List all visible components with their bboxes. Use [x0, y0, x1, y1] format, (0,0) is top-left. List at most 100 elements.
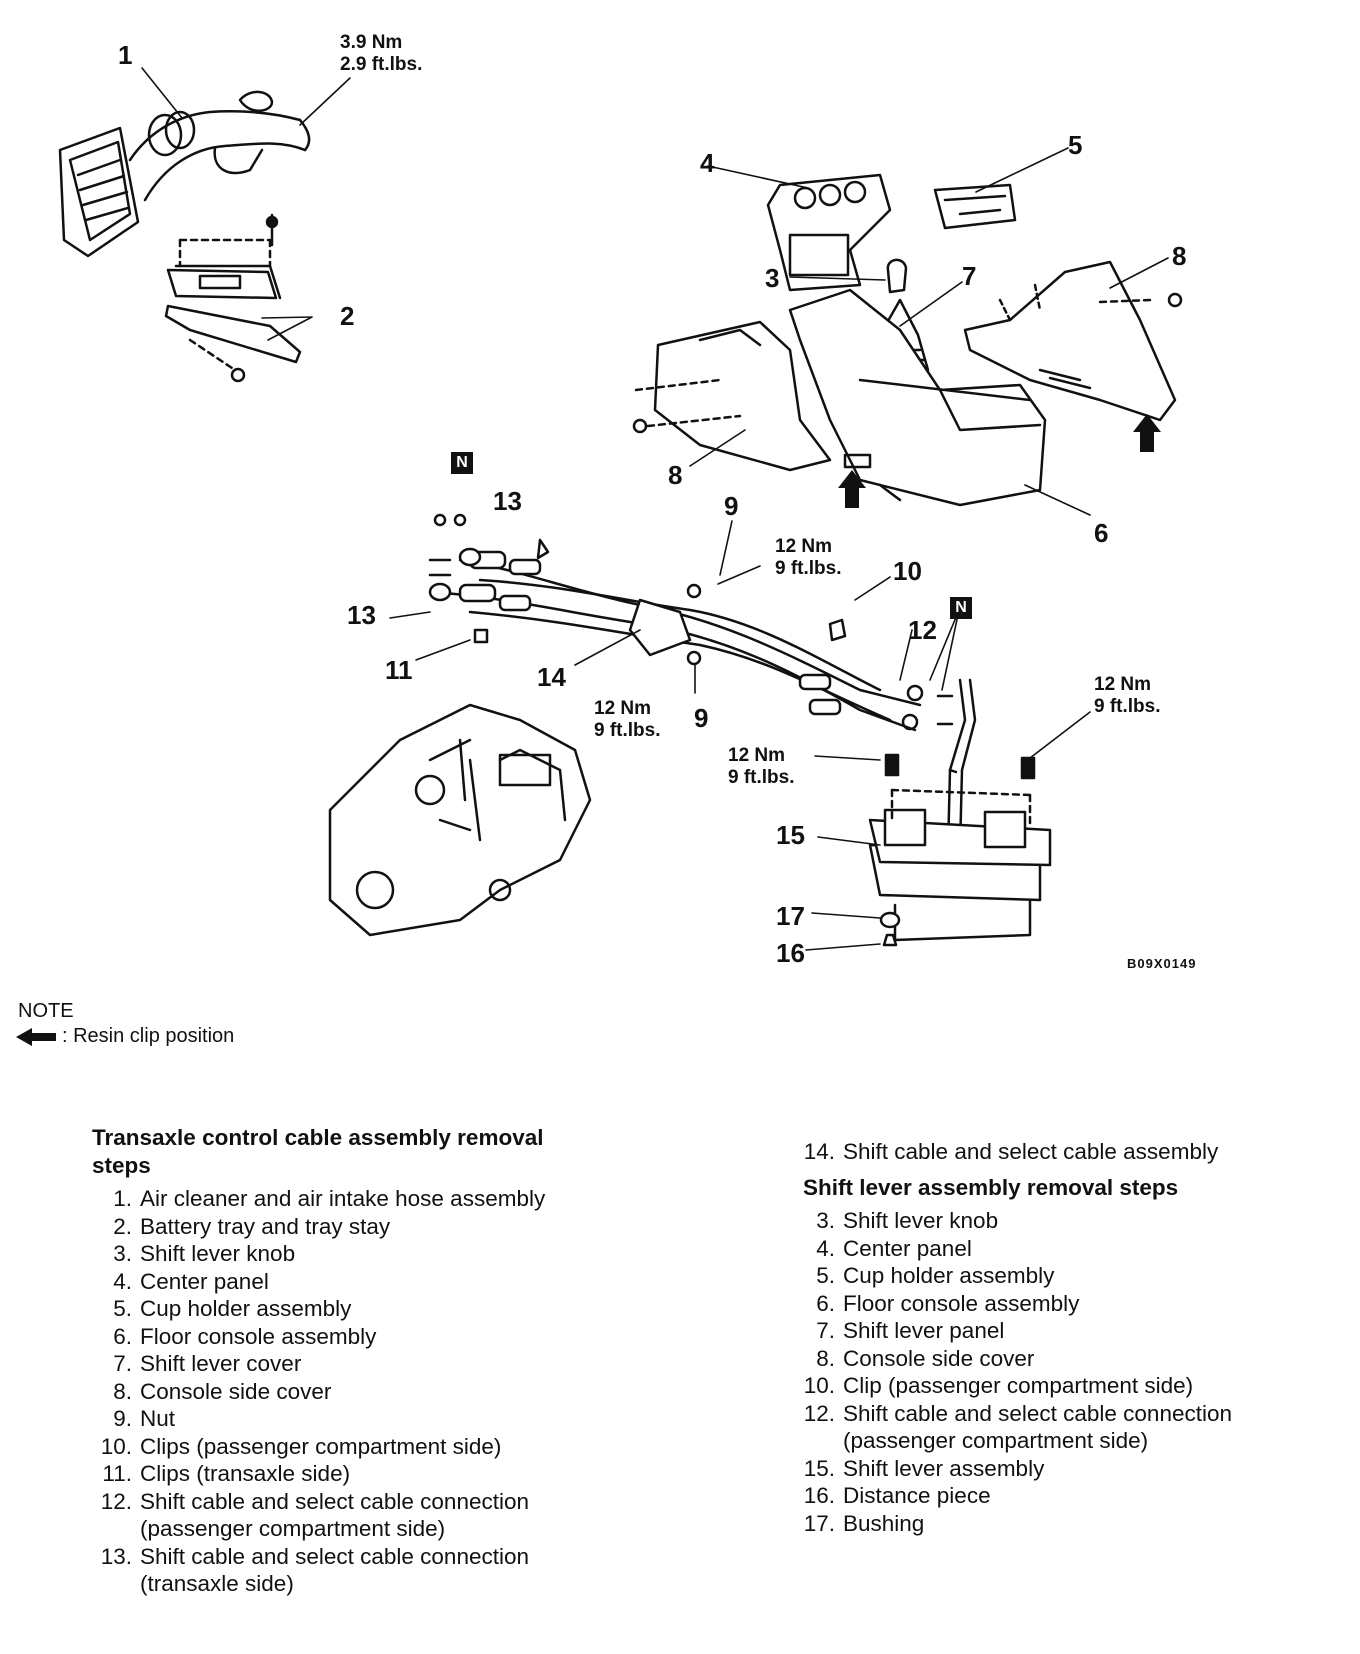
- callout-11: 11: [385, 655, 413, 685]
- step-text: Bushing: [843, 1510, 925, 1536]
- shift-lever-steps-list: 3.Shift lever knob 4.Center panel 5. Cup …: [795, 1207, 1295, 1537]
- console-side-cover-right-part: [963, 260, 1183, 422]
- resin-clip-arrow-icon: [16, 1027, 56, 1046]
- callout-4: 4: [700, 148, 715, 178]
- list-item: 10. Clips (passenger compartment side): [92, 1433, 602, 1461]
- step-number: 15.: [803, 1455, 835, 1481]
- step-text: Shift lever assembly: [843, 1455, 1045, 1481]
- step-text: Console side cover: [140, 1378, 332, 1404]
- step-number: 13.: [100, 1543, 132, 1569]
- list-item: 4.Center panel: [795, 1235, 1295, 1263]
- shift-lever-assembly-part: [868, 678, 1052, 947]
- callout-13-upper: 13: [493, 486, 522, 516]
- step-text: Shift cable and select cable connection …: [843, 1400, 1233, 1454]
- air-cleaner-hose-part: [58, 90, 311, 258]
- step-number: 6.: [816, 1290, 835, 1316]
- step-number: 16.: [803, 1483, 835, 1508]
- list-item: 12. Shift cable and select cable connecti…: [92, 1488, 602, 1543]
- callout-16: 16: [776, 938, 805, 968]
- step-number: 12.: [803, 1400, 835, 1426]
- step-text: Clips (passenger compartment side): [140, 1433, 502, 1459]
- step-number: 5.: [113, 1296, 132, 1321]
- torque-spec-lever-right: 12 Nm 9 ft.lbs.: [1094, 674, 1161, 717]
- shift-lever-removal-steps: 14.Shift cable and select cable assembly…: [795, 1138, 1295, 1537]
- n-mark-passenger-side: N: [950, 597, 972, 619]
- list-item: 3. Shift lever knob: [92, 1240, 602, 1268]
- callout-14: 14: [537, 662, 566, 692]
- callout-17: 17: [776, 901, 805, 931]
- list-item: 8. Console side cover: [92, 1378, 602, 1406]
- list-item: 7.Shift lever panel: [795, 1317, 1295, 1345]
- step-number: 14.: [803, 1139, 835, 1164]
- transaxle-removal-steps: Transaxle control cable assembly removal…: [92, 1124, 602, 1598]
- step-number: 1.: [113, 1186, 132, 1211]
- list-item: 10. Clip (passenger compartment side): [795, 1372, 1295, 1400]
- list-item: 6. Floor console assembly: [795, 1290, 1295, 1318]
- callout-1: 1: [118, 40, 133, 70]
- list-item: 5. Cup holder assembly: [795, 1262, 1295, 1290]
- callout-10: 10: [893, 556, 922, 586]
- step-number: 9.: [113, 1406, 132, 1431]
- step-text: Air cleaner and air intake hose assembly: [140, 1186, 546, 1211]
- step-number: 8.: [816, 1345, 835, 1371]
- step-text: Cup holder assembly: [140, 1296, 352, 1321]
- list-item: 17. Bushing: [795, 1510, 1295, 1538]
- step-text: Clip (passenger compartment side): [843, 1373, 1194, 1398]
- step-number: 11.: [102, 1461, 132, 1486]
- callout-8-right: 8: [1172, 241, 1187, 271]
- list-item: 3.Shift lever knob: [795, 1207, 1295, 1235]
- list-item: 6. Floor console assembly: [92, 1323, 602, 1351]
- list-item: 8.Console side cover: [795, 1345, 1295, 1373]
- step-text: Battery tray and tray stay: [140, 1213, 391, 1239]
- step-number: 10.: [100, 1433, 132, 1459]
- note-text: : Resin clip position: [62, 1025, 235, 1047]
- step-number: 4.: [113, 1268, 132, 1294]
- torque-spec-nut-lower: 12 Nm 9 ft.lbs.: [594, 698, 661, 741]
- list-item: 11. Clips (transaxle side): [92, 1460, 602, 1488]
- step-text: Cup holder assembly: [843, 1263, 1055, 1288]
- resin-clip-arrow-icon: [838, 414, 1161, 508]
- transaxle-steps-list: 1. Air cleaner and air intake hose assemb…: [92, 1185, 602, 1598]
- step-number: 7.: [113, 1351, 132, 1376]
- step-text: Nut: [140, 1406, 176, 1431]
- n-mark-transaxle-side: N: [451, 452, 473, 474]
- torque-spec-nut-upper: 12 Nm 9 ft.lbs.: [775, 536, 842, 579]
- list-item: 5. Cup holder assembly: [92, 1295, 602, 1323]
- list-item: 16. Distance piece: [795, 1482, 1295, 1510]
- step-text: Floor console assembly: [140, 1323, 377, 1349]
- step-text: Distance piece: [843, 1483, 991, 1508]
- callout-2: 2: [340, 301, 355, 331]
- list-item: 13. Shift cable and select cable connecti…: [92, 1543, 602, 1598]
- cup-holder-part: [933, 183, 1017, 230]
- callout-13-lower: 13: [347, 600, 376, 630]
- step-text: Shift lever knob: [140, 1241, 296, 1266]
- callout-9-lower: 9: [694, 703, 709, 733]
- step-text: Floor console assembly: [843, 1290, 1080, 1316]
- diagram-drawing: [58, 67, 1183, 951]
- callout-9-upper: 9: [724, 491, 739, 521]
- torque-spec-hose: 3.9 Nm 2.9 ft.lbs.: [340, 32, 423, 75]
- console-side-cover-left-part: [632, 320, 832, 472]
- list-item: 9. Nut: [92, 1405, 602, 1433]
- step-text: Shift cable and select cable connection …: [140, 1543, 530, 1597]
- step-number: 3.: [113, 1241, 132, 1266]
- step-number: 12.: [100, 1488, 132, 1514]
- step-text: Shift cable and select cable connection …: [140, 1488, 530, 1542]
- transaxle-housing-part: [328, 703, 592, 937]
- shift-lever-removal-heading: Shift lever assembly removal steps: [803, 1174, 1179, 1200]
- step-text: Center panel: [843, 1235, 972, 1261]
- leader-lines: [141, 67, 1169, 951]
- callout-5: 5: [1068, 130, 1083, 160]
- step-number: 6.: [113, 1323, 132, 1349]
- step-number: 3.: [816, 1208, 835, 1233]
- list-item: 1. Air cleaner and air intake hose assemb…: [92, 1185, 602, 1213]
- step-number: 5.: [816, 1263, 835, 1288]
- step-number: 8.: [113, 1378, 132, 1404]
- step-text: Clips (transaxle side): [140, 1461, 351, 1486]
- list-item: 2.Battery tray and tray stay: [92, 1213, 602, 1241]
- list-item: 14.Shift cable and select cable assembly: [795, 1138, 1295, 1166]
- callout-6: 6: [1094, 518, 1109, 548]
- step-number: 17.: [803, 1510, 835, 1536]
- step-number: 10.: [803, 1373, 835, 1398]
- transaxle-removal-heading: Transaxle control cable assembly removal…: [92, 1125, 544, 1178]
